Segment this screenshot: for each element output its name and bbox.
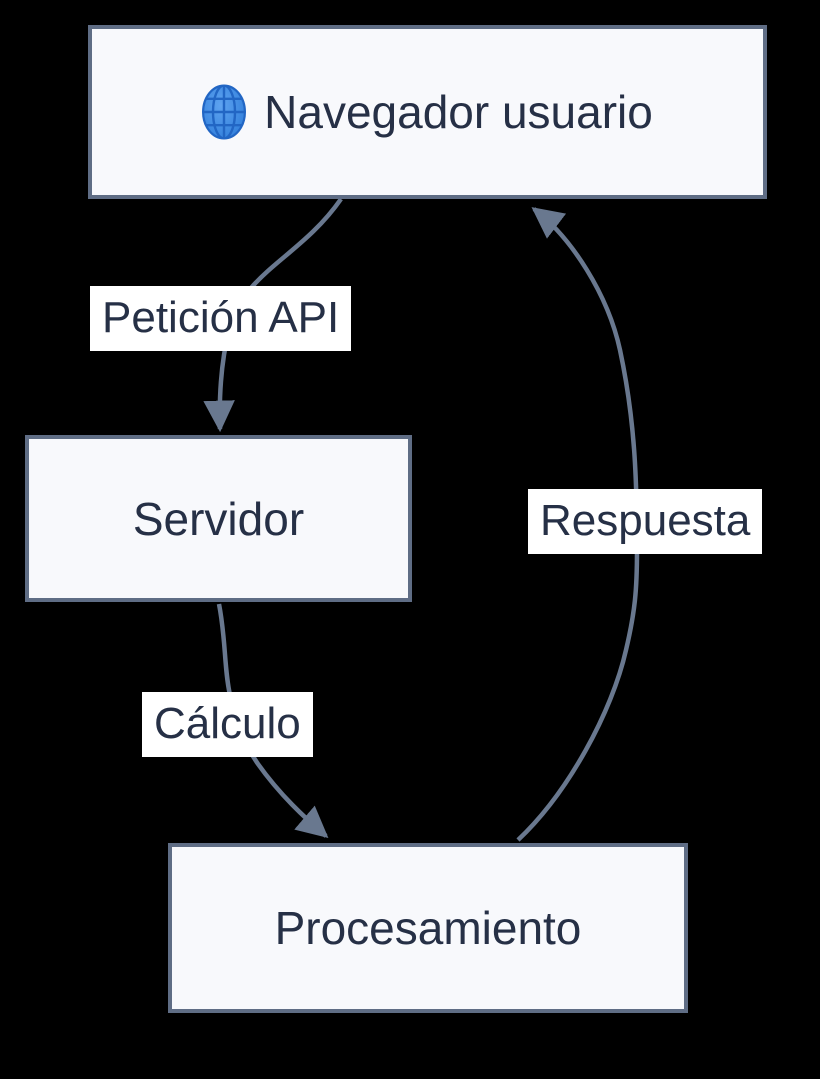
node-navegador-usuario: Navegador usuario [88,25,767,199]
node-label: Navegador usuario [264,86,653,138]
node-label: Servidor [132,492,305,545]
edge-label-peticion-api: Petición API [90,286,352,351]
node-servidor: Servidor [25,435,412,602]
edge-label-calculo: Cálculo [142,692,313,757]
node-label: Procesamiento [274,902,582,954]
globe-with-meridians-icon [202,84,247,140]
edge-label-respuesta: Respuesta [528,489,763,554]
node-procesamiento: Procesamiento [168,843,688,1013]
